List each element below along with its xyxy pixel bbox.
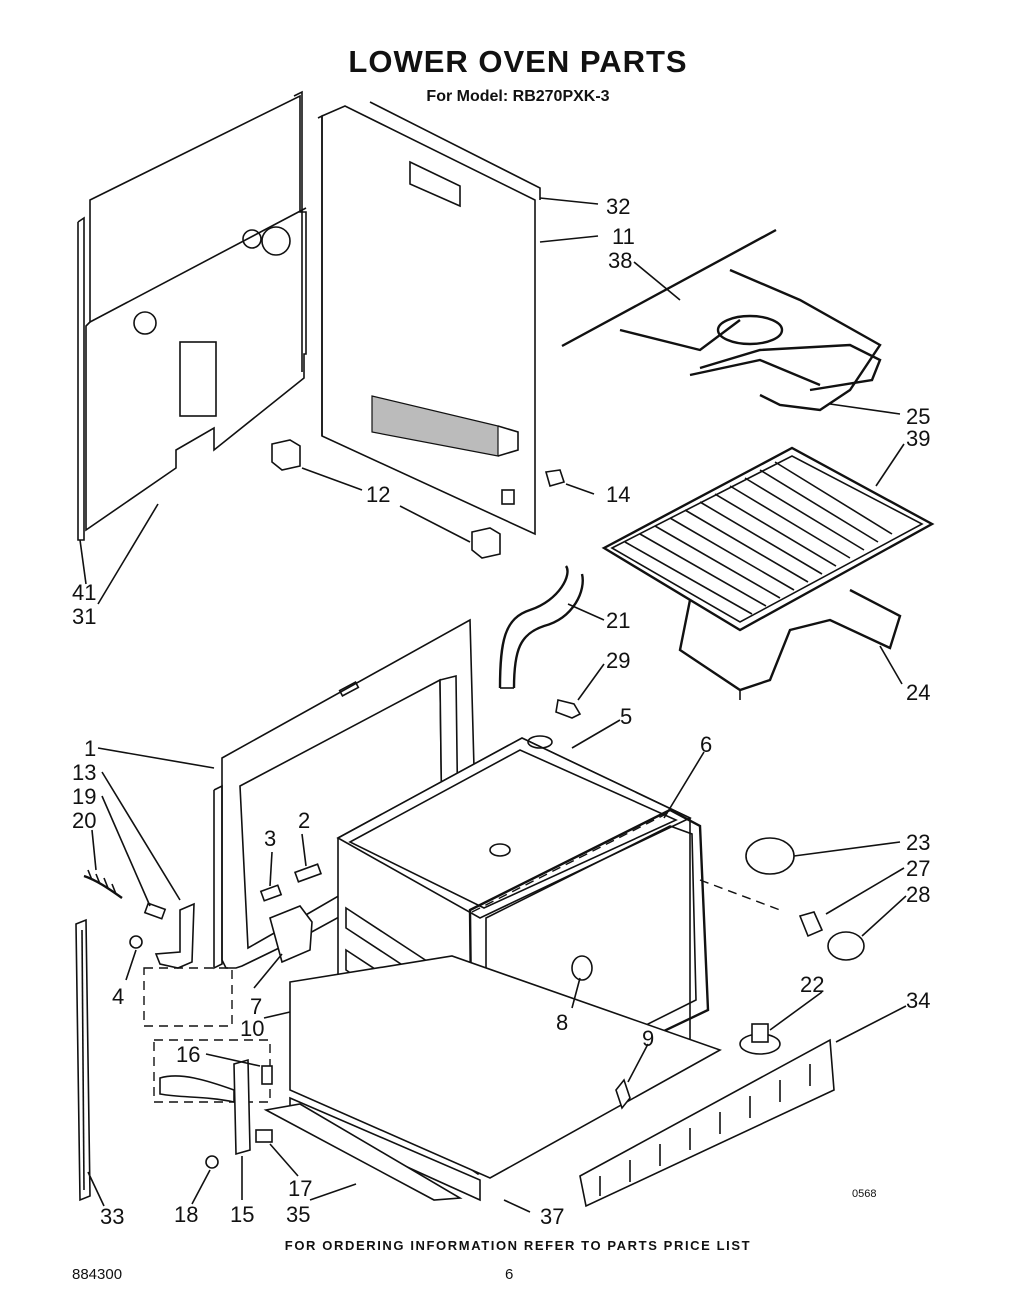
ordering-info-note: FOR ORDERING INFORMATION REFER TO PARTS …: [284, 1238, 752, 1253]
callout-37: 37: [540, 1204, 564, 1229]
callout-38: 38: [608, 248, 632, 273]
small-parts: [259, 837, 865, 1110]
callout-27: 27: [906, 856, 930, 881]
callout-24: 24: [906, 680, 930, 705]
callout-18: 18: [174, 1202, 198, 1227]
callout-14: 14: [606, 482, 630, 507]
callout-34: 34: [906, 988, 930, 1013]
callout-2: 2: [298, 808, 310, 833]
callout-25: 25: [906, 404, 930, 429]
oven-back-panel: [317, 101, 541, 536]
callout-23: 23: [906, 830, 930, 855]
model-subtitle: For Model: RB270PXK-3: [426, 88, 610, 105]
side-trim-strip: [75, 918, 91, 1202]
oven-rack: [601, 446, 935, 632]
callout-33: 33: [100, 1204, 124, 1229]
callout-1: 1: [84, 736, 96, 761]
callout-32: 32: [606, 194, 630, 219]
callout-31: 31: [72, 604, 96, 629]
bake-element: [678, 588, 902, 700]
callout-28: 28: [906, 882, 930, 907]
callout-29: 29: [606, 648, 630, 673]
broil-element: [561, 228, 882, 412]
callout-19: 19: [72, 784, 96, 809]
document-number: 884300: [72, 1266, 123, 1283]
callout-4: 4: [112, 984, 124, 1009]
page-title: LOWER OVEN PARTS: [348, 44, 688, 79]
callout-11: 11: [612, 224, 635, 249]
callout-39: 39: [906, 426, 930, 451]
callout-20: 20: [72, 808, 96, 833]
callout-5: 5: [620, 704, 632, 729]
callout-35: 35: [286, 1202, 310, 1227]
callout-8: 8: [556, 1010, 568, 1035]
callout-3: 3: [264, 826, 276, 851]
callout-10: 10: [240, 1016, 264, 1041]
page-number: 6: [505, 1266, 514, 1283]
callout-21: 21: [606, 608, 630, 633]
callout-41: 41: [72, 580, 96, 605]
callout-13: 13: [72, 760, 96, 785]
callout-16: 16: [176, 1042, 200, 1067]
callout-17: 17: [288, 1176, 312, 1201]
callout-7: 7: [250, 994, 262, 1019]
leader-lines: [79, 197, 907, 1213]
callout-labels: 1 2 3 4 5 6 7 8 9 10 11 12 13 14 15 16 1…: [72, 194, 930, 1229]
callout-9: 9: [642, 1026, 654, 1051]
callout-6: 6: [700, 732, 712, 757]
oven-base: [263, 955, 835, 1208]
callout-15: 15: [230, 1202, 254, 1227]
back-panel-brackets: [271, 439, 566, 559]
vent-tube: [498, 565, 584, 719]
rear-insulation-panel: [77, 90, 307, 541]
callout-22: 22: [800, 972, 824, 997]
callout-12: 12: [366, 482, 390, 507]
door-latch-assembly: [83, 869, 273, 1169]
oven-front-frame: [213, 618, 477, 970]
drawing-code: 0568: [852, 1188, 877, 1200]
